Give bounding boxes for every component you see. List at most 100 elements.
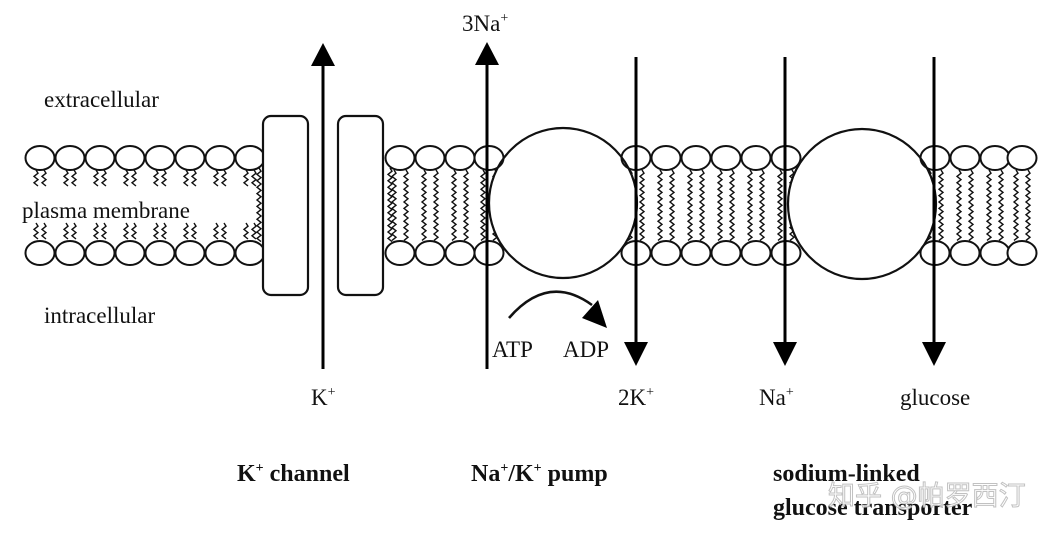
lipid-tail [212, 169, 220, 187]
phospholipid-head [144, 145, 176, 171]
lipid-tail [130, 169, 138, 187]
phospholipid-head [114, 145, 146, 171]
lipid-bilayer [24, 145, 1038, 266]
phospholipid-head [473, 240, 505, 266]
lipid-tail [390, 169, 398, 241]
lipid-tail [997, 169, 1005, 241]
lipid-tail [937, 169, 945, 241]
lipid-tail [758, 169, 766, 241]
phospholipid-head [414, 145, 446, 171]
phospholipid-head [114, 240, 146, 266]
phospholipid-head [204, 240, 236, 266]
lipid-tail [92, 169, 100, 187]
phospholipid-head [473, 145, 505, 171]
phospholipid-head [650, 145, 682, 171]
phospholipid-head [84, 240, 116, 266]
phospholipid-head [54, 145, 86, 171]
lipid-tail [40, 169, 48, 187]
lipid-tail [728, 169, 736, 241]
k-channel-subunit-right [336, 114, 385, 297]
lipid-tail [462, 169, 470, 241]
arrow-up-icon [311, 43, 335, 66]
k-channel-subunit-left [261, 114, 310, 297]
phospholipid-head [204, 145, 236, 171]
adp-label: ADP [563, 337, 609, 362]
lipid-tail [479, 169, 487, 241]
na-in-arrow [773, 57, 797, 366]
2k-label: 2K+ [618, 385, 654, 410]
k-channel [261, 114, 385, 297]
k-out-arrow [311, 43, 335, 369]
phospholipid-head [979, 240, 1011, 266]
na-k-pump-title: Na+/K+ pump [471, 461, 608, 487]
lipid-tail [420, 169, 428, 241]
lipid-tail [92, 222, 100, 240]
phospholipid-head [384, 240, 416, 266]
phospholipid-head [740, 145, 772, 171]
k-in-arrow [624, 57, 648, 366]
lipid-tail [386, 167, 394, 243]
phospholipid-head [710, 240, 742, 266]
lipid-tail [100, 222, 108, 240]
phospholipid-head [174, 145, 206, 171]
lipid-tail [70, 169, 78, 187]
arrow-down-icon [624, 342, 648, 366]
phospholipid-head [979, 145, 1011, 171]
na-k-pump-protein [487, 126, 639, 280]
lipid-tail [70, 222, 78, 240]
lipid-tail [182, 222, 190, 240]
lipid-tail [638, 169, 646, 241]
lipid-tail [686, 169, 694, 241]
phospholipid-head [949, 240, 981, 266]
na-label: Na+ [759, 385, 794, 410]
phospholipid-head [84, 145, 116, 171]
lipid-tail [122, 169, 130, 187]
phospholipid-head [24, 240, 56, 266]
extracellular-label: extracellular [44, 87, 159, 112]
phospholipid-head [234, 145, 266, 171]
watermark: 知乎 @帕罗西汀 [828, 481, 1026, 512]
phospholipid-head [444, 240, 476, 266]
lipid-tail [656, 169, 664, 241]
arrow-down-icon [922, 342, 946, 366]
lipid-tail [250, 169, 258, 187]
phospholipid-head [444, 145, 476, 171]
lipid-tail [1024, 169, 1032, 241]
intracellular-label: intracellular [44, 303, 155, 328]
lipid-tail [402, 169, 410, 241]
lipid-tail [152, 222, 160, 240]
phospholipid-head [24, 145, 56, 171]
lipid-tail [250, 222, 258, 240]
lipid-tail [40, 222, 48, 240]
lipid-tail [450, 169, 458, 241]
lipid-tail [182, 169, 190, 187]
na-out-arrow [475, 42, 499, 369]
lipid-tail [130, 222, 138, 240]
lipid-tail [152, 169, 160, 187]
phospholipid-head [1006, 145, 1038, 171]
lipid-tail [62, 222, 70, 240]
phospholipid-head [384, 145, 416, 171]
lipid-tail [776, 169, 784, 241]
lipid-tail [698, 169, 706, 241]
lipid-tail [1012, 169, 1020, 241]
k-label: K+ [311, 385, 336, 410]
arrow-down-icon [773, 342, 797, 366]
lipid-tail [255, 167, 263, 243]
lipid-tail [190, 222, 198, 240]
phospholipid-head [650, 240, 682, 266]
lipid-tail [62, 169, 70, 187]
lipid-tail [32, 169, 40, 187]
lipid-tail [668, 169, 676, 241]
lipid-tail [100, 169, 108, 187]
atp-label: ATP [492, 337, 533, 362]
lipid-tail [160, 222, 168, 240]
lipid-tail [32, 222, 40, 240]
phospholipid-head [54, 240, 86, 266]
phospholipid-head [680, 240, 712, 266]
phospholipid-head [949, 145, 981, 171]
phospholipid-head [680, 145, 712, 171]
atp-hydrolysis-arrow [508, 290, 607, 328]
lipid-tail [160, 169, 168, 187]
